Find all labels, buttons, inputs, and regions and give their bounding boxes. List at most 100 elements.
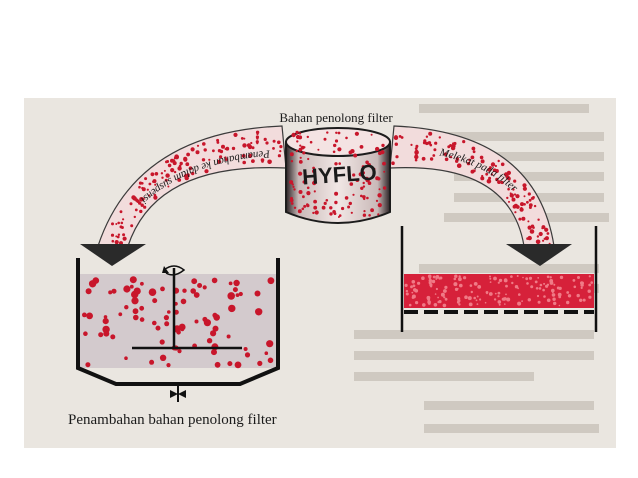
particle	[233, 132, 238, 137]
particle	[154, 172, 159, 176]
particle	[232, 287, 238, 293]
particle	[363, 210, 366, 213]
particle	[458, 275, 461, 278]
particle	[449, 144, 453, 147]
particle	[525, 277, 529, 281]
particle	[522, 276, 524, 279]
particle	[506, 297, 511, 302]
particle	[141, 187, 146, 192]
particle	[429, 157, 434, 161]
particle	[444, 285, 448, 289]
particle	[313, 199, 317, 204]
particle	[484, 301, 487, 304]
particle	[166, 160, 170, 163]
particle	[298, 190, 303, 194]
particle	[326, 131, 329, 134]
particle	[462, 140, 466, 144]
particle	[348, 201, 352, 206]
particle	[376, 147, 380, 150]
particle	[485, 172, 489, 176]
particle	[185, 162, 190, 167]
particle	[130, 224, 134, 228]
particle	[518, 217, 522, 221]
particle	[511, 197, 516, 202]
particle	[133, 287, 141, 295]
particle	[333, 143, 337, 148]
particle	[196, 144, 200, 147]
particle	[122, 236, 127, 241]
particle	[513, 193, 517, 196]
particle	[111, 288, 117, 294]
particle	[225, 146, 230, 151]
particle	[321, 205, 326, 210]
particle	[508, 200, 510, 203]
particle	[377, 213, 380, 216]
particle	[450, 145, 456, 151]
particle	[216, 138, 220, 142]
particle	[573, 285, 577, 289]
particle	[238, 291, 243, 297]
particle	[180, 298, 187, 305]
particle	[83, 331, 88, 336]
particle	[429, 280, 432, 284]
particle	[160, 172, 164, 175]
particle	[299, 144, 302, 147]
particle	[289, 198, 294, 203]
particle	[202, 316, 208, 322]
particle	[312, 211, 315, 215]
particle	[473, 282, 478, 286]
particle	[183, 157, 188, 162]
particle	[211, 349, 217, 356]
particle	[224, 148, 227, 150]
particle	[381, 143, 385, 148]
particle	[580, 286, 583, 289]
particle	[123, 285, 131, 293]
particle	[164, 321, 170, 327]
particle	[538, 287, 542, 290]
particle	[367, 181, 372, 185]
particle	[363, 197, 366, 201]
particle	[138, 185, 141, 189]
particle	[497, 291, 501, 295]
particle	[458, 277, 462, 282]
particle	[434, 293, 437, 295]
particle	[517, 287, 519, 290]
particle	[523, 195, 526, 198]
particle	[437, 296, 439, 299]
particle	[244, 352, 251, 358]
particle	[439, 276, 443, 280]
particle	[360, 186, 364, 190]
particle	[528, 198, 532, 202]
particle	[195, 150, 200, 155]
particle	[226, 334, 231, 339]
particle	[530, 285, 534, 289]
particle	[536, 235, 540, 238]
particle	[542, 239, 545, 242]
particle	[312, 169, 316, 173]
particle	[410, 285, 413, 289]
particle	[443, 152, 448, 156]
particle	[539, 283, 543, 287]
particle	[173, 170, 177, 174]
particle	[558, 287, 562, 290]
particle	[428, 131, 433, 136]
particle	[477, 285, 482, 289]
particle	[533, 204, 537, 208]
particle	[190, 147, 195, 152]
particle	[98, 332, 104, 338]
particle	[498, 303, 501, 306]
particle	[453, 141, 457, 146]
particle	[383, 170, 386, 173]
particle	[551, 288, 555, 293]
particle	[354, 131, 359, 136]
particle	[514, 211, 517, 214]
particle	[149, 359, 155, 365]
particle	[190, 288, 196, 294]
particle	[490, 173, 494, 176]
particle	[500, 162, 505, 167]
particle	[202, 285, 207, 290]
particle	[279, 145, 283, 149]
particle	[358, 172, 363, 177]
particle	[116, 241, 119, 244]
particle	[456, 300, 460, 304]
